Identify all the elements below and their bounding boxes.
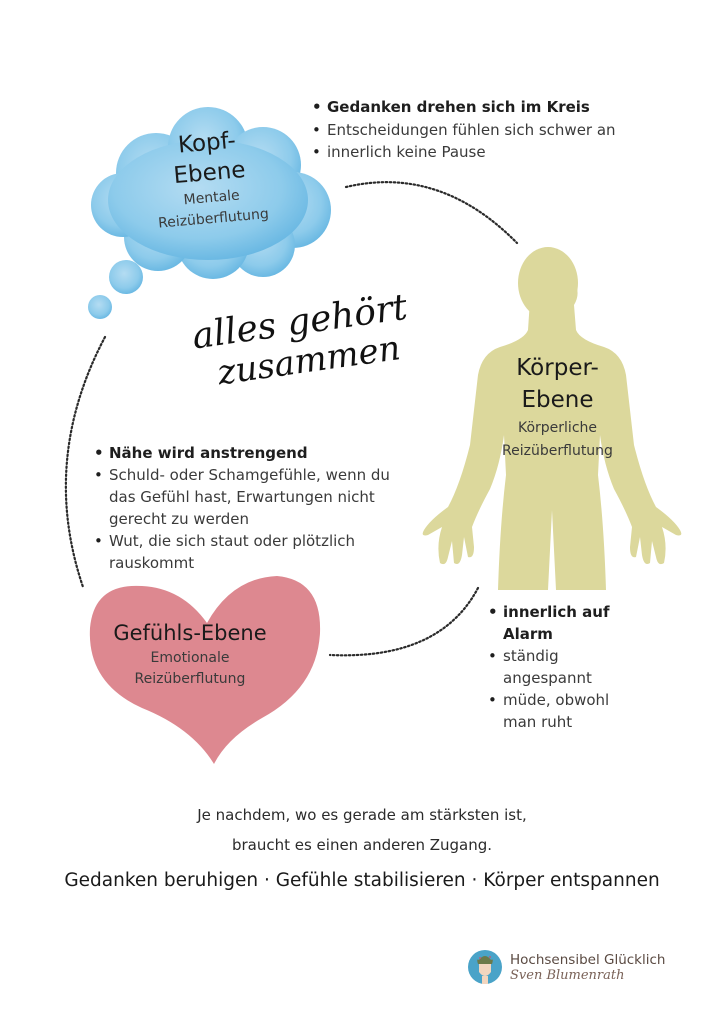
gefuehl-bullet: Wut, die sich staut oder plötzlich rausk… xyxy=(92,530,402,574)
koerper-title-line1: Körper- xyxy=(516,355,599,381)
koerper-subtitle-line1: Körperliche xyxy=(517,420,598,436)
human-silhouette-icon xyxy=(422,247,682,590)
kopf-symptom-list: Gedanken drehen sich im Kreis Entscheidu… xyxy=(310,96,616,164)
connector-koerper-gefuehl xyxy=(328,586,480,657)
avatar-head-with-plants-icon xyxy=(468,950,502,984)
footer-line2: braucht es einen anderen Zugang. xyxy=(231,836,493,854)
thought-cloud-icon xyxy=(88,107,331,319)
gefuehl-subtitle-line1: Emotionale xyxy=(150,650,230,666)
gefuehl-title: Gefühls-Ebene xyxy=(113,621,267,645)
gefuehl-bullet: Schuld- oder Schamgefühle, wenn du das G… xyxy=(92,464,402,530)
koerper-ebene-label: Körper- Ebene Körperliche Reizüberflutun… xyxy=(470,352,645,462)
gefuehl-subtitle-line2: Reizüberflutung xyxy=(134,671,246,687)
footer-line1: Je nachdem, wo es gerade am stärksten is… xyxy=(197,806,527,824)
kopf-bullet: Gedanken drehen sich im Kreis xyxy=(310,96,616,119)
gefuehl-ebene-label: Gefühls-Ebene Emotionale Reizüberflutung xyxy=(90,618,290,690)
kopf-bullet: Entscheidungen fühlen sich schwer an xyxy=(310,119,616,142)
gefuehl-bullet: Nähe wird anstrengend xyxy=(92,442,402,464)
connector-gefuehl-kopf xyxy=(64,335,107,589)
koerper-bullet: innerlich auf Alarm xyxy=(486,601,626,645)
kopf-ebene-label: Kopf- Ebene Mentale Reizüberflutung xyxy=(126,121,294,237)
brand-name: Hochsensibel Glücklich xyxy=(510,951,666,968)
gefuehl-symptom-list: Nähe wird anstrengend Schuld- oder Scham… xyxy=(92,442,402,574)
koerper-symptom-list: innerlich auf Alarm ständig angespannt m… xyxy=(486,601,626,733)
koerper-bullet: müde, obwohl man ruht xyxy=(486,689,626,733)
footer-tagline: Gedanken beruhigen · Gefühle stabilisier… xyxy=(64,870,660,891)
heart-icon xyxy=(89,576,321,764)
koerper-title-line2: Ebene xyxy=(521,387,594,413)
connector-kopf-koerper xyxy=(344,181,519,245)
brand-logo: Hochsensibel Glücklich Sven Blumenrath xyxy=(468,950,665,984)
koerper-bullet: ständig angespannt xyxy=(486,645,626,689)
koerper-subtitle-line2: Reizüberflutung xyxy=(502,443,613,459)
brand-signature: Sven Blumenrath xyxy=(510,967,625,983)
kopf-bullet: innerlich keine Pause xyxy=(310,141,616,164)
